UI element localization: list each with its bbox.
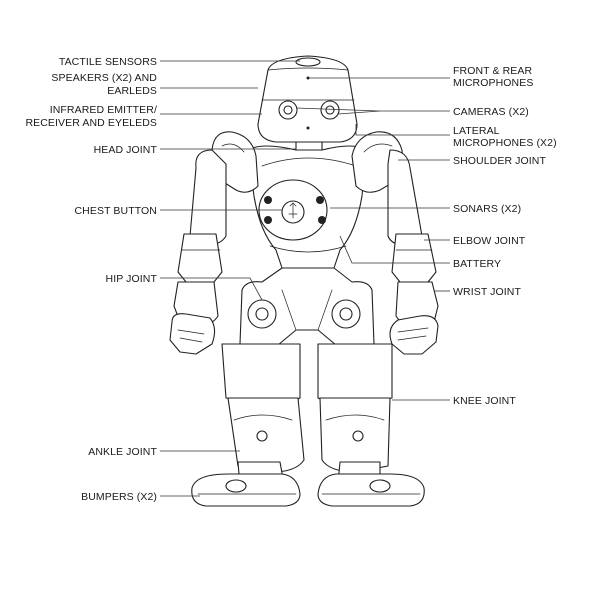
robot-head xyxy=(258,56,357,152)
label-cameras: CAMERAS (X2) xyxy=(453,106,529,118)
label-lateral-line2: MICROPHONES (X2) xyxy=(453,137,557,149)
robot-right-leg xyxy=(318,344,424,506)
left-labels: TACTILE SENSORS SPEAKERS (X2) AND EARLED… xyxy=(25,56,157,503)
label-ankle-joint: ANKLE JOINT xyxy=(88,446,157,458)
label-sonars: SONARS (X2) xyxy=(453,203,521,215)
label-chest-button: CHEST BUTTON xyxy=(75,205,158,217)
label-tactile-sensors: TACTILE SENSORS xyxy=(59,56,157,68)
label-speakers-line2: EARLEDS xyxy=(107,85,157,97)
label-wrist-joint: WRIST JOINT xyxy=(453,286,521,298)
robot-left-leg xyxy=(192,344,304,506)
label-infrared-line1: INFRARED EMITTER/ xyxy=(50,104,157,116)
label-head-joint: HEAD JOINT xyxy=(94,144,158,156)
robot-hips xyxy=(240,268,374,350)
label-speakers-line1: SPEAKERS (X2) AND xyxy=(51,72,157,84)
label-infrared-line2: RECEIVER AND EYELEDS xyxy=(25,117,157,129)
label-bumpers: BUMPERS (X2) xyxy=(81,491,157,503)
label-front-mic-line2: MICROPHONES xyxy=(453,77,533,89)
label-shoulder-joint: SHOULDER JOINT xyxy=(453,155,546,167)
right-labels: FRONT & REAR MICROPHONES CAMERAS (X2) LA… xyxy=(453,65,557,407)
label-hip-joint: HIP JOINT xyxy=(106,273,158,285)
robot-torso xyxy=(248,146,366,268)
label-elbow-joint: ELBOW JOINT xyxy=(453,235,526,247)
label-knee-joint: KNEE JOINT xyxy=(453,395,516,407)
robot-illustration xyxy=(170,56,438,506)
label-lateral-line1: LATERAL xyxy=(453,125,500,137)
label-front-mic-line1: FRONT & REAR xyxy=(453,65,532,77)
label-battery: BATTERY xyxy=(453,258,501,270)
